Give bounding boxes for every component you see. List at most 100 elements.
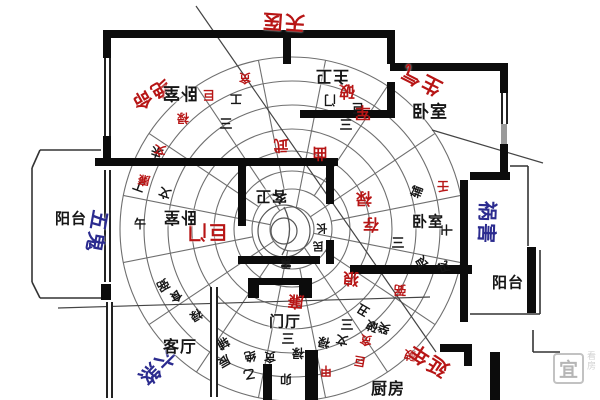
wall-segment <box>387 82 395 118</box>
ring-char: 武 <box>273 136 289 155</box>
wall-segment <box>103 30 111 58</box>
wall-segment <box>283 38 291 64</box>
compass-ring <box>191 128 393 330</box>
compass-spoke <box>148 240 275 326</box>
survey-line <box>195 5 437 353</box>
star-label-tianyi: 天医 <box>260 8 306 36</box>
survey-line <box>431 129 544 164</box>
ring-char: 廉 <box>287 291 305 312</box>
door <box>501 124 507 144</box>
wall-segment <box>460 180 468 275</box>
room-label-balcony-left: 阳台 <box>54 209 88 228</box>
compass-spoke <box>313 232 461 264</box>
wall-segment <box>387 30 395 64</box>
ring-char: 贪 <box>358 332 374 348</box>
wall-segment <box>326 160 334 204</box>
watermark: 宜 看房 <box>553 352 597 384</box>
wall-segment <box>263 364 272 400</box>
compass-spoke <box>303 246 389 373</box>
wall-segment <box>305 350 318 400</box>
window <box>104 170 111 282</box>
balcony-outline <box>31 149 41 169</box>
compass-ring <box>167 104 417 354</box>
balcony-outline <box>31 281 41 299</box>
ring-char: 门 <box>323 93 337 107</box>
compass-ring <box>213 150 371 308</box>
compass-spoke <box>295 60 327 208</box>
wall-segment <box>238 256 320 264</box>
wall-segment <box>464 344 472 366</box>
room-label-foyer: 门厅 <box>268 312 302 331</box>
watermark-text: 看房 <box>587 352 597 372</box>
room-label-bedroom-mid-right: 卧室 <box>411 212 445 231</box>
ring-char: 存 <box>362 215 380 234</box>
ring-char: 贪 <box>238 71 252 85</box>
room-label-kitchen: 厨房 <box>370 379 406 398</box>
room-label-guest-bath: 客卫 <box>254 187 288 206</box>
ring-char: 三 <box>281 332 295 348</box>
wall-segment <box>440 344 472 352</box>
watermark-logo: 宜 <box>553 353 584 384</box>
wall-segment <box>103 30 395 38</box>
window <box>501 93 508 124</box>
wall-segment <box>350 265 472 274</box>
compass-spoke <box>324 250 436 326</box>
window <box>210 287 218 397</box>
compass-ring <box>251 188 333 270</box>
ring-char: 曲 <box>312 144 328 163</box>
ring-char: 三 <box>219 117 233 133</box>
ring-char: 文 <box>152 142 168 158</box>
ring-char: 三 <box>339 118 353 134</box>
ring-char: 午 <box>133 217 147 231</box>
compass-needle <box>281 206 291 256</box>
wall-segment <box>460 274 468 322</box>
ring-char: 军 <box>354 103 372 122</box>
ring-char: 甲 <box>319 364 333 378</box>
survey-line <box>57 296 431 309</box>
ring-char: 震 <box>280 256 292 270</box>
ring-char: 工 <box>229 92 243 106</box>
window <box>104 58 111 136</box>
wall-segment <box>500 144 508 180</box>
compass-center-circle <box>270 217 298 245</box>
ring-char: 民 <box>312 239 324 253</box>
room-label-bedroom-top-left: 卧室 <box>162 82 198 103</box>
ring-char: 狼 <box>342 268 360 289</box>
wall-segment <box>326 240 334 264</box>
room-label-bedroom-top-right: 卧室 <box>412 102 448 123</box>
wall-segment <box>95 158 338 166</box>
room-label-master-bath: 主卫 <box>314 67 350 86</box>
ring-char: 巨 <box>202 88 216 102</box>
wall-segment <box>248 278 259 298</box>
ring-char: 长 <box>316 221 328 235</box>
ring-char: 绝 <box>242 348 258 364</box>
room-label-living-room: 客厅 <box>162 337 198 356</box>
compass-ring <box>269 206 315 252</box>
ring-char: 文 <box>334 332 350 348</box>
wall-segment <box>527 247 536 313</box>
wall-segment <box>299 278 312 298</box>
ring-char: 巨 <box>352 353 368 369</box>
ring-char: 乙 <box>241 366 257 382</box>
wall-segment <box>238 160 246 226</box>
compass-spoke <box>195 85 281 212</box>
ring-char: 廉 <box>136 172 152 188</box>
wall-segment <box>248 278 310 285</box>
ring-char: 三 <box>391 236 405 252</box>
ring-char: 弼 <box>393 283 407 297</box>
room-label-balcony-right: 阳台 <box>491 273 525 292</box>
window <box>106 302 113 398</box>
compass-spoke <box>123 236 253 264</box>
wall-segment <box>101 284 111 300</box>
room-label-bedroom-mid-left: 卧室 <box>162 208 198 227</box>
compass-ring <box>143 80 441 378</box>
wall-segment <box>390 63 508 71</box>
ring-char: 禄 <box>176 111 190 125</box>
ring-char: 禄 <box>316 334 332 350</box>
wall-segment <box>103 136 111 166</box>
compass-spoke <box>257 60 285 190</box>
ring-char: 三 <box>340 318 354 334</box>
ring-char: 壬 <box>436 179 450 193</box>
